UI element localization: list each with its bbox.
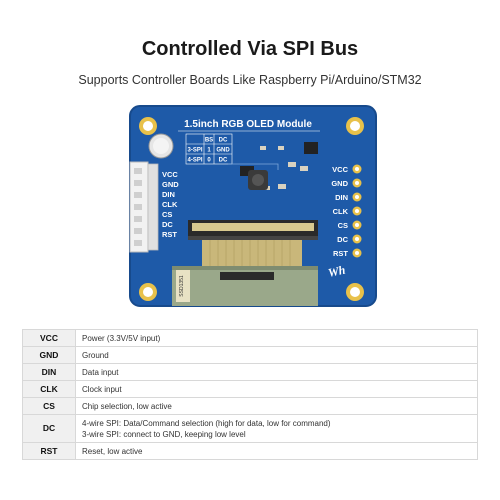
- waveshare-logo-icon: Wh: [327, 263, 347, 280]
- mode-header-bs: BS: [205, 138, 213, 144]
- table-row: GND Ground: [22, 346, 478, 364]
- mode-header-dc: DC: [219, 138, 228, 144]
- heading: Controlled Via SPI Bus: [141, 38, 359, 60]
- pin-name: DC: [22, 414, 76, 443]
- table-row: VCC Power (3.3V/5V input): [22, 329, 478, 347]
- mode-row-2-mode: 4-SPI: [187, 158, 202, 164]
- pin-description: 4-wire SPI: Data/Command selection (high…: [75, 414, 478, 443]
- left-pin-label: VCC: [162, 170, 178, 179]
- left-pin-label: CLK: [162, 200, 178, 209]
- mode-row-1-dc: GND: [216, 148, 230, 154]
- svg-text:Wh: Wh: [327, 263, 347, 280]
- left-pin-label: CS: [162, 210, 172, 219]
- pin-description-line: 4-wire SPI: Data/Command selection (high…: [82, 418, 331, 428]
- left-pin-label: GND: [162, 180, 179, 189]
- pin-description: Clock input: [75, 380, 478, 398]
- pin-name: CS: [22, 397, 76, 415]
- table-row: CS Chip selection, low active: [22, 397, 478, 415]
- mounting-hole-icon: [139, 117, 364, 301]
- pcb: [130, 106, 376, 306]
- mode-table: BS DC 3-SPI 1 GND 4-SPI 0 DC: [185, 133, 233, 165]
- right-pin-label: VCC: [332, 165, 348, 174]
- mode-row-2-dc: DC: [219, 158, 228, 164]
- subheading: Supports Controller Boards Like Raspberr…: [78, 73, 422, 87]
- left-pin-label: RST: [162, 230, 177, 239]
- inductor-icon: [248, 170, 268, 190]
- table-row: DIN Data input: [22, 363, 478, 381]
- pin-description: Reset, low active: [75, 442, 478, 460]
- mode-row-2-bs: 0: [207, 158, 211, 164]
- pin-description: Power (3.3V/5V input): [75, 329, 478, 347]
- mode-row-1-bs: 1: [207, 148, 211, 154]
- right-pin-label: GND: [331, 179, 348, 188]
- right-pin-label: RST: [333, 249, 348, 258]
- board-title: 1.5inch RGB OLED Module: [184, 119, 312, 130]
- pin-name: DIN: [22, 363, 76, 381]
- table-row: DC 4-wire SPI: Data/Command selection (h…: [22, 414, 478, 443]
- jst-connector-icon: [129, 161, 159, 253]
- display-panel: SSD1351: [172, 240, 318, 306]
- pin-description: Chip selection, low active: [75, 397, 478, 415]
- right-pin-label: DC: [337, 235, 348, 244]
- board-svg: 1.5inch RGB OLED Module BS DC 3-SPI 1 GN…: [129, 105, 377, 307]
- pin-description-table: VCC Power (3.3V/5V input) GND Ground DIN…: [22, 329, 478, 460]
- right-pin-label: DIN: [335, 193, 348, 202]
- pin-name: VCC: [22, 329, 76, 347]
- right-pin-label: CS: [338, 221, 348, 230]
- fpc-connector-icon: [188, 220, 318, 240]
- pin-name: GND: [22, 346, 76, 364]
- pin-name: CLK: [22, 380, 76, 398]
- left-pin-label: DIN: [162, 190, 175, 199]
- table-row: CLK Clock input: [22, 380, 478, 398]
- table-row: RST Reset, low active: [22, 442, 478, 460]
- pin-name: RST: [22, 442, 76, 460]
- pin-description: Ground: [75, 346, 478, 364]
- flex-label: SSD1351: [179, 275, 185, 297]
- right-pin-label: CLK: [333, 207, 349, 216]
- mode-row-1-mode: 3-SPI: [187, 148, 202, 154]
- capacitor-icon: [148, 133, 174, 159]
- pin-description-line: 3-wire SPI: connect to GND, keeping low …: [82, 429, 246, 439]
- pin-description: Data input: [75, 363, 478, 381]
- oled-module-board: 1.5inch RGB OLED Module BS DC 3-SPI 1 GN…: [128, 104, 378, 309]
- left-pin-label: DC: [162, 220, 173, 229]
